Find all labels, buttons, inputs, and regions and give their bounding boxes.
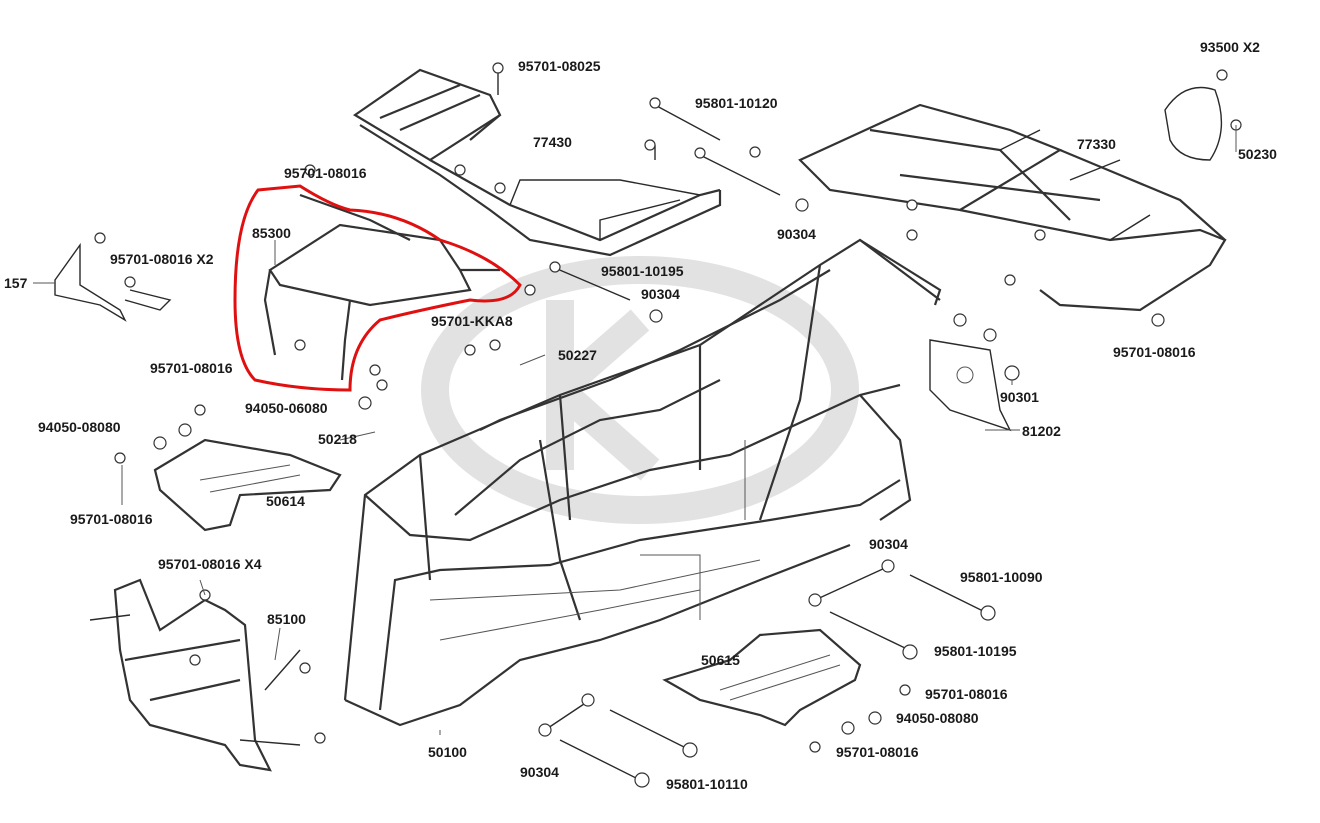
label-90304-d: 90304 <box>520 764 559 780</box>
footrest-50615 <box>662 628 862 727</box>
label-95701-08016-x2: 95701-08016 X2 <box>110 251 214 267</box>
label-95701-08016-e: 95701-08016 <box>925 686 1008 702</box>
label-50230: 50230 <box>1238 146 1277 162</box>
label-95701-08016-d: 95701-08016 <box>70 511 153 527</box>
label-90304-c: 90304 <box>869 536 908 552</box>
label-95701-08016-a: 95701-08016 <box>284 165 367 181</box>
label-95801-10110: 95801-10110 <box>666 776 748 792</box>
label-157: 157 <box>4 275 28 291</box>
bracket-85300-highlighted <box>233 184 522 392</box>
label-95701-08016-c: 95701-08016 <box>1113 344 1196 360</box>
label-95801-10090: 95801-10090 <box>960 569 1043 585</box>
label-50615: 50615 <box>701 652 740 668</box>
label-85300: 85300 <box>252 225 291 241</box>
label-50614: 50614 <box>266 493 305 509</box>
leader-lines <box>33 125 1237 735</box>
label-90304-b: 90304 <box>641 286 680 302</box>
plate-50230 <box>1164 86 1223 161</box>
label-95701-08016-b: 95701-08016 <box>150 360 233 376</box>
label-50227: 50227 <box>558 347 597 363</box>
label-77430: 77430 <box>533 134 572 150</box>
label-95801-10195-b: 95801-10195 <box>934 643 1017 659</box>
label-95701-kka8: 95701-KKA8 <box>431 313 513 329</box>
watermark-logo <box>421 256 859 524</box>
label-94050-06080: 94050-06080 <box>245 400 328 416</box>
rear-rack-77430 <box>352 68 722 257</box>
label-81202: 81202 <box>1022 423 1061 439</box>
bumper-85100 <box>89 578 301 772</box>
front-rack-77330 <box>798 103 1227 312</box>
label-95801-10120: 95801-10120 <box>695 95 778 111</box>
label-95801-10195-a: 95801-10195 <box>601 263 684 279</box>
label-85100: 85100 <box>267 611 306 627</box>
label-95701-08016-f: 95701-08016 <box>836 744 919 760</box>
label-94050-08080-a: 94050-08080 <box>38 419 121 435</box>
label-93500-x2: 93500 X2 <box>1200 39 1260 55</box>
label-90304-a: 90304 <box>777 226 816 242</box>
part-labels: 95701-08025 95801-10120 93500 X2 77430 7… <box>4 39 1277 792</box>
label-50100: 50100 <box>428 744 467 760</box>
label-77330: 77330 <box>1077 136 1116 152</box>
footrest-50614 <box>153 438 342 532</box>
label-95701-08016-x4: 95701-08016 X4 <box>158 556 262 572</box>
main-frame-50100 <box>343 238 942 727</box>
label-90301: 90301 <box>1000 389 1039 405</box>
label-94050-08080-b: 94050-08080 <box>896 710 979 726</box>
label-50218: 50218 <box>318 431 357 447</box>
small-bracket-157 <box>54 242 172 322</box>
label-95701-08025: 95701-08025 <box>518 58 601 74</box>
plate-81202 <box>929 339 1012 432</box>
hardware-bolts <box>94 62 1242 788</box>
